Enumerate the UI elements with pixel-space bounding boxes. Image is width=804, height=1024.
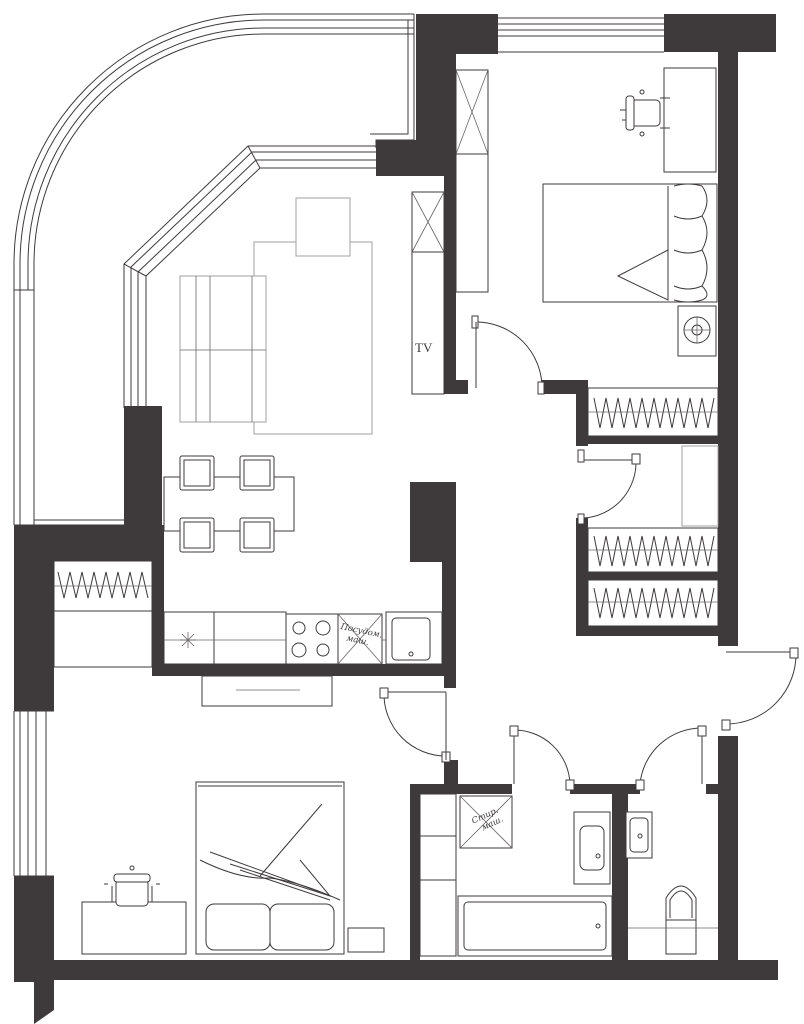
sink-icon [385, 611, 443, 665]
door-swing-icon [577, 449, 641, 525]
sink-icon [625, 811, 653, 859]
stove-icon [285, 613, 339, 665]
toilet-icon [665, 885, 697, 955]
wc [625, 725, 718, 955]
living-window [123, 145, 376, 408]
door-swing-icon [509, 725, 575, 791]
bed-icon [195, 781, 345, 955]
desk [663, 67, 717, 173]
door-swing-icon [471, 315, 545, 395]
living-room: TV [163, 191, 545, 553]
bedroom-2 [81, 687, 451, 955]
kitchen: Посудом. маш. [163, 611, 443, 707]
walls [13, 14, 778, 1024]
tv-label: TV [415, 340, 433, 355]
door-swing-icon [379, 687, 451, 763]
bathtub-icon [457, 895, 613, 957]
chair-icon [179, 455, 275, 553]
desk [81, 901, 187, 955]
wardrobes [53, 387, 799, 731]
bed-icon [542, 183, 718, 303]
bathroom: Стир. маш. [419, 725, 613, 957]
sink-icon [573, 811, 611, 885]
sofa [179, 275, 267, 423]
door-swing-icon [635, 725, 707, 791]
chair-icon [620, 89, 670, 137]
bedroom-1 [455, 67, 718, 357]
door-swing-icon [721, 647, 799, 731]
chair-icon [104, 865, 160, 907]
